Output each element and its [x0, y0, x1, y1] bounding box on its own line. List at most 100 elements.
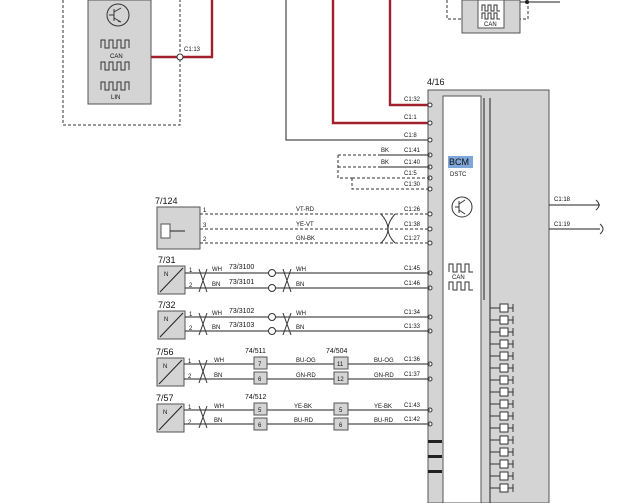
can-wave-icon-top-right — [481, 4, 500, 12]
svg-text:6: 6 — [258, 423, 262, 429]
bus-bar — [428, 440, 442, 443]
svg-text:WH: WH — [212, 267, 222, 273]
output-pin-icon — [490, 387, 514, 397]
svg-text:N: N — [164, 317, 168, 323]
svg-text:5: 5 — [258, 408, 262, 414]
conn-c1-32: C1:32 — [404, 97, 421, 103]
conn-c1-36: C1:36 — [404, 357, 421, 363]
svg-text:BU-RD: BU-RD — [374, 418, 394, 424]
svg-text:WH: WH — [212, 311, 222, 317]
bcm-ref: 4/16 — [427, 77, 445, 87]
output-pin-icon — [490, 447, 514, 457]
conn-c1-8: C1:8 — [404, 133, 417, 139]
sensor-7-31-ref: 7/31 — [158, 255, 176, 265]
svg-text:2: 2 — [188, 420, 192, 426]
sensor-7-32-group: 7/32 N 1 2 WH BN 73/3102 73/3103 WH BN — [157, 300, 430, 340]
splice-73-3100: 73/3100 — [229, 264, 254, 271]
svg-text:1: 1 — [188, 405, 192, 411]
output-pin-icon — [490, 303, 514, 313]
sensor-7-124-group: 7/124 1 3 2 VT-RD YE-VT GN-BK — [155, 196, 430, 250]
bcm-module-group: 4/16 BCM DSTC CAN — [427, 77, 550, 503]
svg-text:YE-BK: YE-BK — [374, 404, 392, 410]
svg-text:GN-RD: GN-RD — [374, 373, 394, 379]
conn-74-511-ref: 74/511 — [245, 348, 266, 355]
wire-ye-vt: YE-VT — [296, 222, 314, 228]
can-wave-icon-2 — [100, 61, 130, 71]
bus-bar — [428, 455, 442, 458]
svg-text:BU-OG: BU-OG — [296, 358, 316, 364]
top-right-can-label: CAN — [484, 22, 497, 28]
top-left-module — [87, 0, 152, 105]
svg-text:6: 6 — [258, 377, 262, 383]
svg-text:BN: BN — [214, 373, 222, 379]
svg-text:WH: WH — [214, 358, 224, 364]
svg-text:N: N — [163, 364, 167, 370]
conn-c1-46: C1:46 — [404, 281, 421, 287]
output-pin-icon — [490, 399, 514, 409]
bcm-can-label: CAN — [452, 275, 465, 281]
wire-vt-rd: VT-RD — [296, 207, 315, 213]
conn-74-512-ref: 74/512 — [245, 394, 267, 401]
conn-c1-43: C1:43 — [404, 403, 421, 409]
conn-c1-37: C1:37 — [404, 372, 421, 378]
conn-c1-19: C1:19 — [554, 222, 571, 228]
top-left-module-group: CAN LIN C1:13 — [62, 0, 214, 126]
sensor-7-57-group: 7/57 N 1 2 WH BN 74/512 5 6 YE-BK BU-RD … — [156, 393, 430, 433]
conn-c1-34: C1:34 — [404, 310, 421, 316]
bcm-connector-labels: C1:32 C1:1 C1:8 C1:41 C1:40 C1:5 C1:30 C… — [404, 97, 421, 423]
conn-c1-18: C1:18 — [554, 197, 571, 203]
output-pin-icon — [490, 339, 514, 349]
pin-1: 1 — [203, 208, 207, 214]
conn-c1-5: C1:5 — [404, 171, 417, 177]
sensor-7-56-group: 7/56 N 1 2 WH BN 74/511 7 6 BU-OG GN-RD … — [156, 347, 430, 387]
svg-text:12: 12 — [337, 377, 344, 383]
connector-c1-13 — [176, 53, 184, 61]
pin-3: 3 — [203, 223, 207, 229]
wire-gn-bk: GN-BK — [296, 236, 315, 242]
bcm-can-wave-icon — [448, 263, 473, 273]
top-right-module-group: CAN — [446, 0, 560, 34]
top-left-can-label: CAN — [110, 54, 123, 60]
svg-text:BN: BN — [214, 418, 222, 424]
splice-73-3103: 73/3103 — [229, 322, 254, 329]
conn-c1-1: C1:1 — [404, 115, 417, 121]
twisted-pair-icon — [380, 213, 396, 244]
conn-c1-40: C1:40 — [404, 160, 421, 166]
conn-c1-33: C1:33 — [404, 324, 421, 330]
sensor-7-56-ref: 7/56 — [156, 347, 174, 357]
wire-bk-2: BK — [381, 160, 389, 166]
conn-c1-27: C1:27 — [404, 236, 421, 242]
pin-2: 2 — [203, 237, 207, 243]
connector-c1-13-label: C1:13 — [184, 47, 201, 53]
output-pin-ladder — [428, 303, 514, 493]
top-left-lin-label: LIN — [111, 95, 120, 101]
conn-74-504-ref: 74/504 — [326, 348, 348, 355]
svg-text:N: N — [163, 410, 167, 416]
svg-text:2: 2 — [189, 283, 193, 289]
svg-text:1: 1 — [189, 312, 193, 318]
output-pin-icon — [490, 423, 514, 433]
bcm-sub: DSTC — [450, 172, 467, 178]
svg-text:2: 2 — [189, 326, 193, 332]
output-pin-icon — [490, 459, 514, 469]
svg-text:YE-BK: YE-BK — [294, 404, 312, 410]
svg-text:BU-RD: BU-RD — [294, 418, 314, 424]
svg-text:6: 6 — [339, 423, 343, 429]
splice-73-3101: 73/3101 — [229, 279, 254, 286]
svg-text:WH: WH — [296, 311, 306, 317]
svg-text:WH: WH — [296, 267, 306, 273]
bcm-name: BCM — [449, 157, 469, 167]
output-pin-icon — [490, 471, 514, 481]
conn-c1-42: C1:42 — [404, 417, 421, 423]
transistor-icon — [106, 3, 130, 27]
splice-73-3102: 73/3102 — [229, 308, 254, 315]
conn-c1-26: C1:26 — [404, 207, 421, 213]
sensor-7-57-ref: 7/57 — [156, 393, 174, 403]
right-connectors: C1:18 C1:19 — [549, 197, 604, 235]
svg-text:BN: BN — [296, 282, 304, 288]
output-pin-icon — [490, 375, 514, 385]
output-pin-icon — [490, 315, 514, 325]
svg-text:BN: BN — [212, 282, 220, 288]
svg-text:GN-RD: GN-RD — [296, 373, 316, 379]
